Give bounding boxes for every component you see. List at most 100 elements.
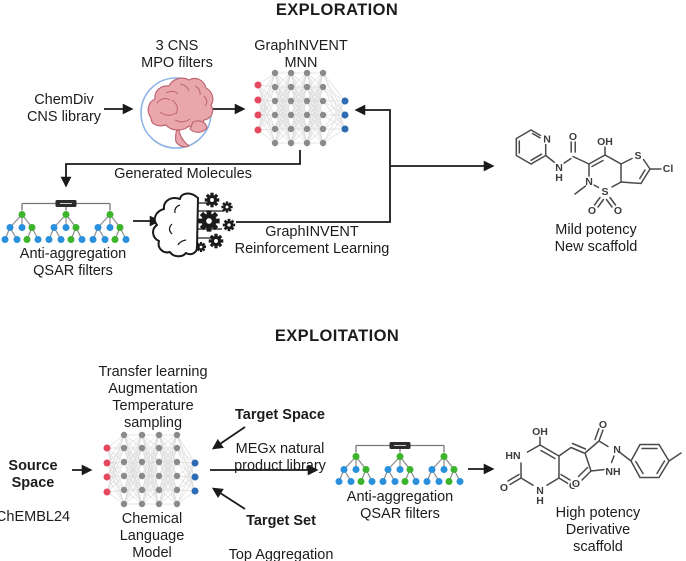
brain-fold <box>171 99 178 115</box>
tree-node <box>347 478 355 485</box>
net-edge <box>106 447 125 491</box>
tree-node <box>456 478 464 485</box>
net-edge <box>141 447 160 505</box>
net-edge <box>141 434 160 505</box>
brain-fold <box>203 95 208 107</box>
tree-node <box>50 224 58 231</box>
net-edge <box>158 434 178 491</box>
tree-node <box>62 224 70 231</box>
tree-node <box>67 236 75 243</box>
net-edge <box>257 99 276 130</box>
bond <box>588 154 622 189</box>
net-edge <box>141 434 160 491</box>
hidden-node <box>138 500 146 508</box>
net-edge <box>158 447 178 505</box>
net-edge <box>290 128 308 144</box>
label-mild-potency: Mild potency New scaffold <box>554 222 638 255</box>
bond <box>518 132 543 162</box>
label-generated-molecules: Generated Molecules <box>114 166 252 182</box>
label-source-space: Source Space ChEMBL24 <box>0 441 70 543</box>
net-edge <box>106 434 125 493</box>
net-edge <box>274 72 292 88</box>
atom-label: O <box>569 480 577 492</box>
net-edge <box>123 447 143 505</box>
hidden-node <box>303 83 311 91</box>
atom-label: NH <box>605 466 620 478</box>
input-node <box>254 111 262 119</box>
brain-fold <box>194 85 201 96</box>
hidden-node <box>319 97 327 105</box>
label-graphinvent-mnn: GraphINVENT MNN <box>254 38 348 71</box>
net-edge <box>322 100 346 130</box>
hidden-node <box>271 97 279 105</box>
input-node <box>254 96 262 104</box>
hidden-node <box>120 486 128 494</box>
net-edge <box>257 100 276 131</box>
hidden-node <box>303 139 311 147</box>
net-edge <box>257 84 276 116</box>
hidden-node <box>319 125 327 133</box>
hidden-node <box>155 444 163 452</box>
brain-gears-icon <box>152 192 236 258</box>
tree-node <box>423 478 431 485</box>
clm-network-icon <box>103 431 199 508</box>
hidden-node <box>319 83 327 91</box>
hidden-node <box>303 111 311 119</box>
net-edge <box>322 128 346 144</box>
tree-node <box>406 466 414 473</box>
half-brain-outline <box>152 192 199 258</box>
tree-node <box>412 478 420 485</box>
label-target-space-title: Target Space <box>235 407 325 423</box>
hidden-node <box>271 125 279 133</box>
input-node <box>254 126 262 134</box>
net-edge <box>322 72 346 102</box>
net-edge <box>158 489 178 505</box>
hidden-node <box>303 125 311 133</box>
tree-node <box>379 478 387 485</box>
net-edge <box>106 447 125 463</box>
atom-label: OH <box>597 136 613 148</box>
tree-node <box>101 236 109 243</box>
net-edge <box>290 114 308 144</box>
tree-node <box>401 478 409 485</box>
input-node <box>103 444 111 452</box>
hidden-node <box>138 431 146 439</box>
tree-node <box>391 478 399 485</box>
brain-fold <box>165 90 179 95</box>
bond <box>593 196 617 208</box>
net-edge <box>322 114 346 144</box>
tree-node <box>122 236 130 243</box>
tree-node <box>72 224 80 231</box>
hidden-node <box>173 500 181 508</box>
label-qsar-filters-2: Anti-aggregation QSAR filters <box>346 489 454 522</box>
gear-hole <box>214 239 218 243</box>
tree-node <box>440 453 448 460</box>
input-node <box>103 459 111 467</box>
net-edge <box>106 475 125 493</box>
half-brain-fold <box>168 223 173 235</box>
output-node <box>341 125 349 133</box>
hidden-node <box>271 69 279 77</box>
net-edge <box>106 476 125 491</box>
label-target-space: Target Space MEGx natural product librar… <box>234 390 326 492</box>
tree-node <box>18 211 26 218</box>
gear-hole <box>227 223 231 227</box>
tree-node <box>428 466 436 473</box>
hidden-node <box>173 431 181 439</box>
tree-node <box>362 466 370 473</box>
bond <box>584 440 615 472</box>
net-edge <box>141 489 160 505</box>
net-edge <box>274 114 292 144</box>
net-edge <box>257 84 276 102</box>
bond <box>558 442 587 457</box>
net-edge <box>274 100 292 144</box>
tree-node <box>116 224 124 231</box>
tree-node <box>1 236 9 243</box>
output-node <box>341 111 349 119</box>
net-edge <box>106 434 125 464</box>
hidden-node <box>287 125 295 133</box>
atom-label: Cl <box>663 163 674 175</box>
bond <box>520 444 560 486</box>
net-edge <box>176 462 196 505</box>
